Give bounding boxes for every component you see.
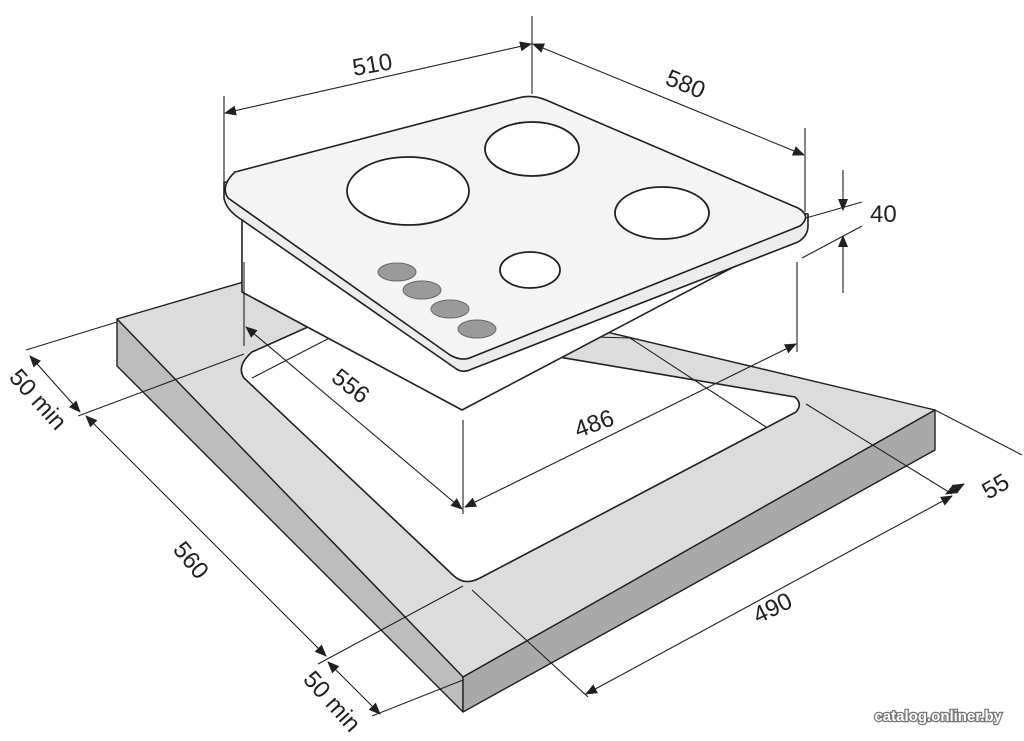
burner-rear-left [346, 156, 470, 226]
control-knob-4 [457, 319, 497, 339]
burner-front-right [614, 186, 710, 240]
label-hob-width: 510 [350, 48, 394, 82]
burner-rear-right [484, 121, 580, 177]
dim-line-hob-width [224, 41, 532, 116]
label-counter-width: 490 [749, 588, 797, 630]
dim-line-cutout-width [464, 343, 797, 508]
dim-line-cutout-depth [245, 326, 463, 510]
label-clearance-front: 50 min [298, 666, 366, 738]
watermark: catalog.onliner.by [874, 708, 1002, 725]
label-counter-depth: 560 [167, 537, 213, 585]
dim-line-counter-depth [85, 415, 327, 657]
dim-line-back-margin [945, 483, 965, 495]
burner-front-small [499, 251, 561, 289]
label-hob-depth: 580 [662, 65, 709, 105]
dim-line-hob-depth [532, 43, 805, 156]
dim-line-counter-width [585, 495, 953, 695]
label-back-margin: 55 [978, 468, 1015, 505]
label-clearance-left: 50 min [4, 364, 72, 436]
dim-line-clearance-front [327, 661, 381, 715]
dimension-lines [25, 16, 1023, 717]
control-knob-2 [402, 280, 442, 300]
label-hob-height: 40 [870, 201, 897, 228]
control-knob-3 [430, 299, 470, 319]
control-knob-1 [377, 262, 417, 282]
dim-line-clearance-left [29, 355, 81, 413]
